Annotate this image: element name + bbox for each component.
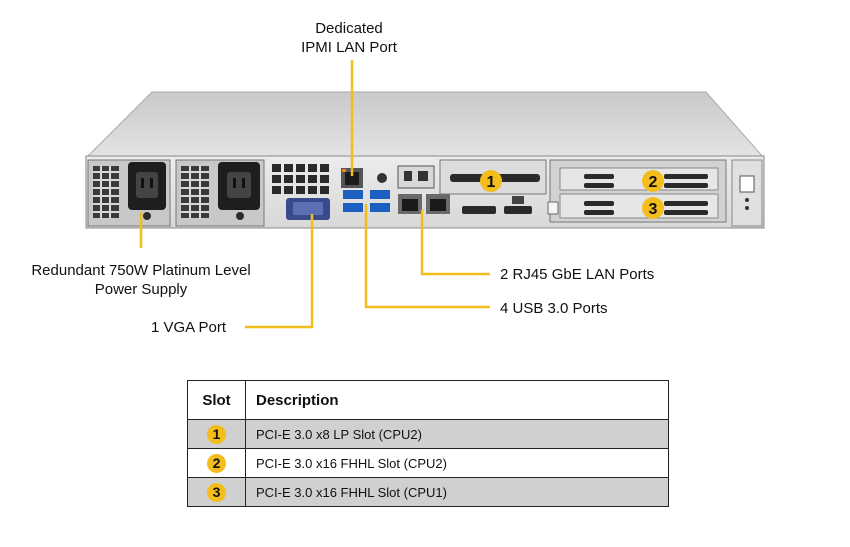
slot-marker-3: 3 (642, 197, 664, 219)
psu-label-line2: Power Supply (94, 281, 188, 298)
slot-cell: 2 (187, 448, 246, 478)
slot-cell: 3 (187, 477, 246, 507)
slot-number-badge: 1 (207, 424, 226, 444)
rj45-lan-ports (398, 194, 450, 214)
slot-cell: 1 (187, 419, 246, 449)
vga-port-label: 1 VGA Port (151, 319, 227, 336)
server-chassis-illustration: 1 2 3 (84, 60, 766, 329)
ipmi-port-label: Dedicated IPMI LAN Port (288, 19, 410, 57)
svg-text:3: 3 (649, 201, 658, 218)
slot-number-badge: 3 (207, 482, 226, 502)
rear-vent-grid (272, 164, 329, 194)
leader-lan (420, 210, 490, 276)
psu-label: Redundant 750W Platinum Level Power Supp… (20, 261, 262, 299)
table-header-row: Slot Description (187, 380, 669, 420)
header-description: Description (245, 380, 669, 420)
slot-marker-2: 2 (642, 170, 664, 192)
pcie-slot-table: Slot Description 1 PCI-E 3.0 x8 LP Slot … (187, 380, 669, 507)
vga-port (286, 198, 330, 220)
description-cell: PCI-E 3.0 x16 FHHL Slot (CPU1) (245, 477, 669, 507)
table-row: 3 PCI-E 3.0 x16 FHHL Slot (CPU1) (187, 477, 669, 507)
power-supply-1 (87, 159, 171, 227)
svg-text:1: 1 (487, 174, 496, 191)
slot-marker-1: 1 (480, 170, 502, 192)
table-row: 1 PCI-E 3.0 x8 LP Slot (CPU2) (187, 419, 669, 449)
usb-3-ports (343, 190, 390, 212)
svg-text:2: 2 (649, 174, 658, 191)
lan-ports-label: 2 RJ45 GbE LAN Ports (500, 266, 655, 283)
leader-lines (139, 60, 490, 329)
header-slot: Slot (187, 380, 246, 420)
usb-ports-label: 4 USB 3.0 Ports (500, 300, 608, 317)
ipmi-lan-port (341, 168, 363, 188)
pcie-slots-2-3-area (547, 159, 727, 223)
description-cell: PCI-E 3.0 x8 LP Slot (CPU2) (245, 419, 669, 449)
ipmi-label-line1: Dedicated (315, 20, 383, 37)
io-misc (377, 165, 435, 189)
slot-number-badge: 2 (207, 453, 226, 473)
power-supply-2 (175, 159, 265, 227)
ipmi-label-line2: IPMI LAN Port (301, 39, 397, 56)
leader-usb (364, 204, 490, 309)
leader-vga (245, 214, 314, 329)
table-row: 2 PCI-E 3.0 x16 FHHL Slot (CPU2) (187, 448, 669, 478)
chassis-top-cover (84, 91, 766, 159)
chassis-right-side (731, 159, 763, 227)
description-cell: PCI-E 3.0 x16 FHHL Slot (CPU2) (245, 448, 669, 478)
psu-label-line1: Redundant 750W Platinum Level (31, 262, 251, 279)
